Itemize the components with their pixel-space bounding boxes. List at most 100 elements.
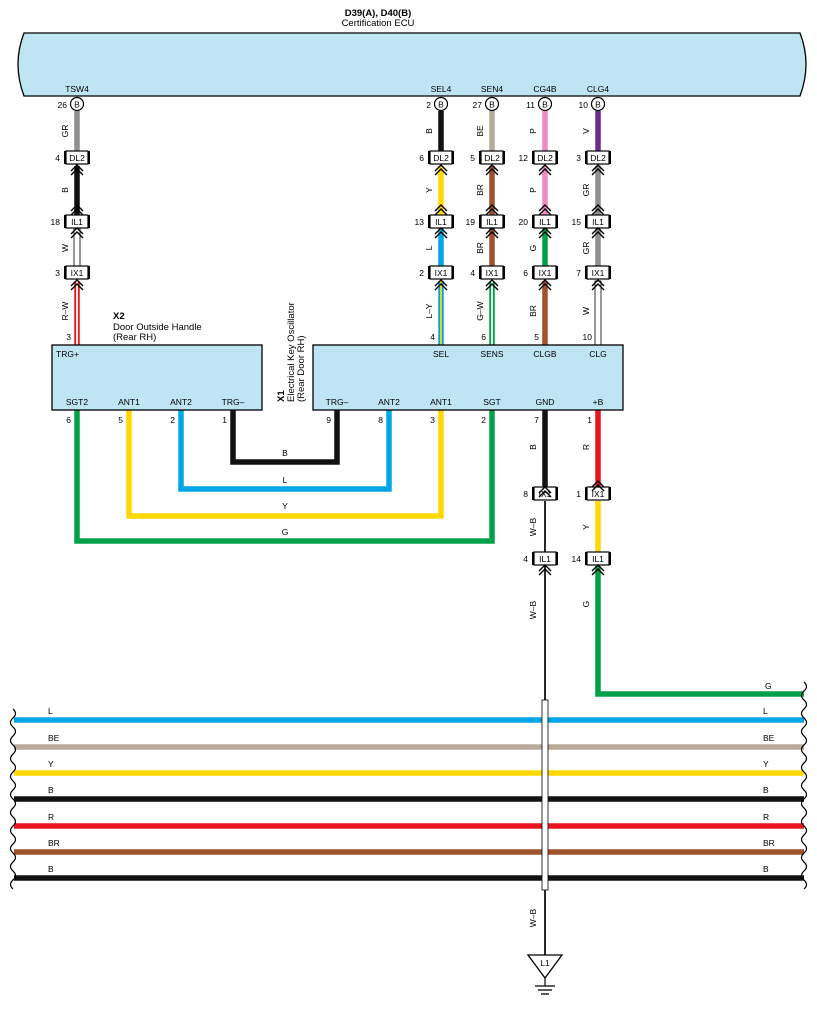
bus-label-right-6: B: [763, 864, 769, 874]
x1-top-pin-label-1: SENS: [480, 349, 503, 359]
wire-color-sen-1: BE: [475, 125, 485, 137]
bus-break-left: [9, 708, 17, 890]
connector-il1-sen-pin: 19: [466, 217, 476, 227]
wire-color-sel-3: L: [424, 245, 434, 250]
wire-color-tsw-4: R–W: [60, 302, 70, 321]
arrow-ix1-sen: [485, 279, 499, 291]
connector-ix1-gnd-pin: 8: [523, 489, 528, 499]
wire-color-sel-2: Y: [424, 187, 434, 193]
connector-dl2-cg-pin: 12: [519, 153, 529, 163]
x2-name: Door Outside Handle: [113, 322, 202, 333]
x1-bottom-pin-number-4: 7: [534, 415, 539, 425]
wire-color-cg-2: P: [528, 187, 538, 193]
wire-color-tsw-2: B: [60, 187, 70, 193]
connector-ix1-clg-left-tab: [585, 266, 587, 279]
x2-pin-number-0: 6: [66, 415, 71, 425]
connector-ix1-sen-right-tab: [503, 266, 505, 279]
wires-layer: [14, 111, 804, 955]
x1-bottom-pin-label-0: TRG–: [326, 397, 349, 407]
wire-clg-seg3: [595, 228, 601, 268]
x2-pin-number-3: 1: [222, 415, 227, 425]
connector-il1-sel-pin: 13: [415, 217, 425, 227]
connector-ix1-plusb-left-tab: [585, 487, 587, 500]
wire-color-sen-4: G–W: [475, 301, 485, 320]
module-pin-sel: 4: [430, 332, 435, 342]
connector-dl2-tsw-pin: 4: [55, 153, 60, 163]
connector-il1-clg-pin: 15: [572, 217, 582, 227]
connector-il1-sen-name: IL1: [486, 217, 498, 227]
bus-label-left-2: Y: [48, 759, 54, 769]
x1-top-pin-label-3: CLG: [589, 349, 606, 359]
connector-ix1-clg-pin: 7: [576, 268, 581, 278]
wire-clg-seg4: [594, 280, 602, 346]
wire-gnd-wb1-stripe: [544, 501, 546, 552]
arrow-ix1-sel: [434, 279, 448, 291]
connector-dl2-cg-right-tab: [556, 151, 558, 164]
x1-top-pin-label-0: SEL: [433, 349, 449, 359]
arrow-il1-sen: [485, 227, 499, 239]
wire-cg-seg2: [542, 166, 548, 215]
arrow-dl2-cg: [538, 164, 552, 176]
wire-cg-seg1: [542, 111, 548, 151]
connector-il1-plusb-pin: 14: [572, 554, 582, 564]
wire-cg-seg3: [542, 228, 548, 268]
x1-bottom-pin-label-4: GND: [536, 397, 555, 407]
wire-color-clg-3: GR: [581, 242, 591, 255]
wire-plusb-y: [595, 501, 601, 552]
arrow-dl2-up-clg: [591, 204, 605, 216]
connector-dl2-sel-left-tab: [428, 151, 430, 164]
connector-il1-tsw-pin: 18: [51, 217, 61, 227]
x1-bottom-pin-number-0: 9: [326, 415, 331, 425]
connector-ix1-gnd-left-tab: [532, 487, 534, 500]
bus-wire-1: [14, 744, 804, 750]
bus-wire-5: [14, 849, 804, 855]
wire-color-plusb-1: R: [581, 444, 591, 450]
ecu-pin-circle-tsw: [69, 96, 85, 112]
connector-ix1-cg-left-tab: [532, 266, 534, 279]
wire-tsw-seg1: [74, 111, 80, 151]
x1-bottom-pin-label-1: ANT2: [378, 397, 400, 407]
door-outside-handle-box: [51, 344, 263, 411]
bus-label-left-3: B: [48, 785, 54, 795]
wire-color-gnd-2: W–B: [528, 517, 538, 536]
connector-il1-gnd-left-tab: [532, 552, 534, 565]
wire-color-gnd-4: W–B: [528, 908, 538, 927]
x2-pin-label-3: TRG–: [222, 397, 245, 407]
bus-wire-4: [14, 823, 804, 829]
wire-sen-seg2: [489, 166, 495, 215]
x2-pin-label-0: SGT2: [66, 397, 88, 407]
connector-ix1-tsw-name: IX1: [71, 268, 84, 278]
arrow-ix1-clg: [591, 279, 605, 291]
ecu-pin-number-sel: 2: [426, 100, 431, 110]
connector-il1-clg-left-tab: [585, 215, 587, 228]
bus-label-left-1: BE: [48, 733, 60, 743]
connector-il1-sen-left-tab: [479, 215, 481, 228]
connector-il1-tsw-name: IL1: [71, 217, 83, 227]
wire-clg-seg2: [595, 166, 601, 215]
x2-pin-trg-plus: TRG+: [56, 349, 79, 359]
connector-il1-tsw-left-tab: [64, 215, 66, 228]
connector-il1-sel-left-tab: [428, 215, 430, 228]
ground-triangle: [526, 954, 564, 980]
module-pin-clg: 10: [583, 332, 593, 342]
ecu-connector-name: D39(A), D40(B): [345, 8, 412, 19]
wire-color-clg-4: W: [581, 307, 591, 315]
x1-bottom-pin-number-3: 2: [481, 415, 486, 425]
connector-il1-plusb-left-tab: [585, 552, 587, 565]
wire-color-gnd-1: B: [528, 444, 538, 450]
loop-label-l: L: [283, 475, 288, 485]
loop-wire-ant2: [178, 410, 392, 492]
module-pin-tsw: 3: [66, 332, 71, 342]
connector-ix1-clg-right-tab: [609, 266, 611, 279]
ecu-pin-label-sel: SEL4: [431, 84, 452, 94]
ecu-pin-label-tsw: TSW4: [65, 84, 89, 94]
wire-sel-seg3: [438, 228, 444, 268]
connector-ix1-sen-name: IX1: [486, 268, 499, 278]
ecu-pin-number-tsw: 26: [58, 100, 68, 110]
wire-color-clg-1: V: [581, 128, 591, 134]
arrow-dl2-tsw: [70, 164, 84, 176]
connector-il1-clg-right-tab: [609, 215, 611, 228]
ecu-pin-letter-sel: B: [438, 100, 444, 110]
ground-point-label: L1: [540, 958, 550, 968]
connector-ix1-tsw-right-tab: [88, 266, 90, 279]
